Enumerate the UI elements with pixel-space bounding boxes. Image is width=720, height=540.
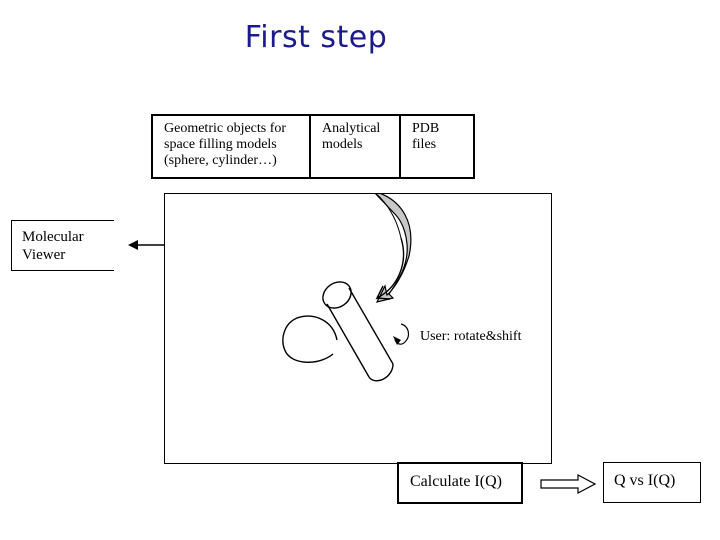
geometric-line-3: (sphere, cylinder…) (164, 153, 277, 168)
pdb-line-2: files (412, 137, 437, 152)
viewer-line-1: Molecular (22, 229, 84, 245)
canvas-drawing (282, 194, 412, 382)
geometric-line-2: space filling models (164, 137, 277, 152)
arrow-to-viewer (128, 240, 165, 250)
curved-arrow-icon (375, 194, 412, 303)
sphere-icon (282, 315, 338, 363)
cylinder-icon (322, 281, 394, 382)
user-rotate-shift-label: User: rotate&shift (420, 329, 522, 344)
calculate-iq-box: Calculate I(Q) (397, 462, 523, 504)
rotate-arrow-head-icon (393, 336, 401, 345)
pdb-files-cell: PDB files (399, 116, 473, 177)
model-canvas: User: rotate&shift (164, 193, 552, 464)
geometric-line-1: Geometric objects for (164, 121, 287, 136)
analytical-line-1: Analytical (322, 121, 381, 136)
viewer-line-2: Viewer (22, 247, 66, 263)
arrow-to-output (540, 474, 597, 494)
analytical-line-2: models (322, 137, 363, 152)
molecular-viewer-box: Molecular Viewer (11, 220, 114, 271)
slide-title: First step (244, 20, 388, 55)
curved-arrow-stroke (375, 194, 402, 239)
analytical-models-cell: Analytical models (309, 116, 399, 177)
model-sources-table: Geometric objects for space filling mode… (151, 114, 475, 179)
q-vs-iq-box: Q vs I(Q) (603, 462, 701, 503)
geometric-objects-cell: Geometric objects for space filling mode… (153, 116, 309, 177)
curved-arrow-shaft-icon (375, 237, 405, 300)
pdb-line-1: PDB (412, 121, 440, 136)
